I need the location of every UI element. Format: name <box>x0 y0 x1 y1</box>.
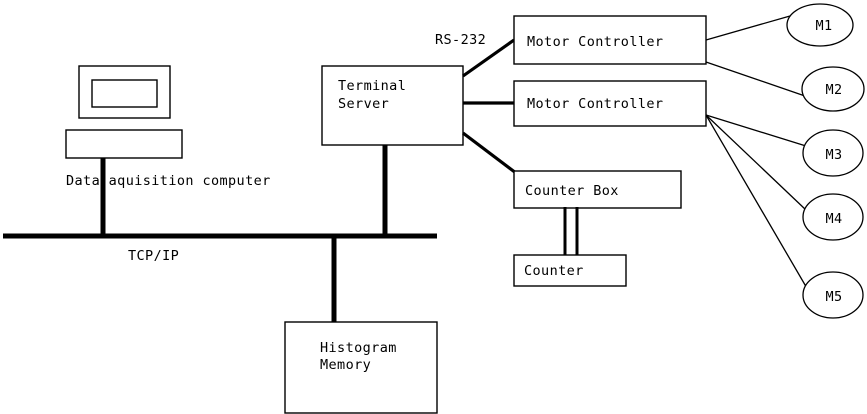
terminal-server-box <box>321 65 464 146</box>
label-data-acquisition-computer: Data aquisition computer <box>66 173 271 189</box>
computer-chassis <box>65 129 183 159</box>
motor-5-ellipse <box>802 271 864 319</box>
motor-controller-1-label: Motor Controller <box>527 34 663 50</box>
node-motor-3[interactable]: M3 <box>802 129 864 177</box>
node-terminal-server[interactable]: Terminal Server <box>321 65 464 146</box>
motor-3-label: M3 <box>825 147 842 163</box>
histogram-memory-label-line2: Memory <box>320 357 371 373</box>
link-terminal-server-to-motor-controller-1 <box>462 38 515 78</box>
link-motor-controller-1-to-motor-1 <box>705 15 791 41</box>
motor-4-ellipse <box>802 193 864 241</box>
node-motor-2[interactable]: M2 <box>801 66 865 112</box>
monitor-screen <box>91 79 158 108</box>
node-motor-controller-2[interactable]: Motor Controller <box>513 80 707 127</box>
counter-label: Counter <box>524 263 584 279</box>
motor-4-label: M4 <box>825 211 842 227</box>
label-rs232: RS-232 <box>435 32 486 48</box>
node-motor-1[interactable]: M1 <box>786 3 854 47</box>
node-counter[interactable]: Counter <box>513 254 627 287</box>
link-motor-controller-2-to-motor-5 <box>705 114 809 291</box>
motor-1-label: M1 <box>815 18 832 34</box>
motor-5-label: M5 <box>825 289 842 305</box>
node-data-acquisition-computer[interactable] <box>65 65 183 159</box>
counter-box-rect <box>513 170 682 209</box>
node-motor-controller-1[interactable]: Motor Controller <box>513 15 707 65</box>
link-motor-controller-2-to-motor-4 <box>705 114 807 211</box>
counter-rect <box>513 254 627 287</box>
motor-1-ellipse <box>786 3 854 47</box>
node-counter-box[interactable]: Counter Box <box>513 170 682 209</box>
link-motor-controller-1-to-motor-2 <box>705 61 806 97</box>
node-motor-4[interactable]: M4 <box>802 193 864 241</box>
motor-3-ellipse <box>802 129 864 177</box>
motor-controller-2-label: Motor Controller <box>527 96 663 112</box>
terminal-server-label-line2: Server <box>338 96 389 112</box>
node-histogram-memory[interactable]: Histogram Memory <box>284 321 438 414</box>
motor-controller-2-box <box>513 80 707 127</box>
node-motor-5[interactable]: M5 <box>802 271 864 319</box>
link-terminal-server-to-counter-box <box>462 131 517 175</box>
motor-2-ellipse <box>801 66 865 112</box>
histogram-memory-box <box>284 321 438 414</box>
histogram-memory-label-line1: Histogram <box>320 340 397 356</box>
counter-box-label: Counter Box <box>525 183 619 199</box>
link-motor-controller-2-to-motor-3 <box>705 114 807 147</box>
motor-2-label: M2 <box>825 82 842 98</box>
terminal-server-label-line1: Terminal <box>338 78 406 94</box>
label-tcpip: TCP/IP <box>128 248 179 264</box>
